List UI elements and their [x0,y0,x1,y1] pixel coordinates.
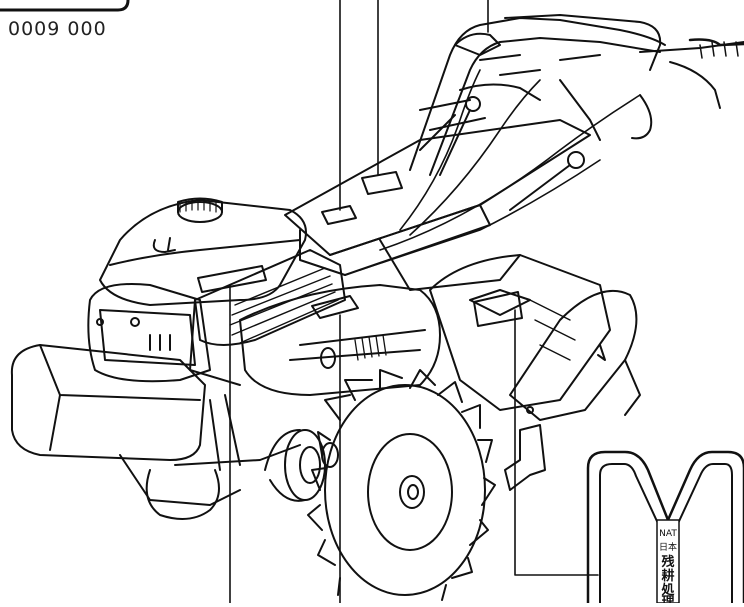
decal-frame-upper [361,171,403,195]
handlebars [409,14,744,176]
depth-bar [504,424,546,491]
sticker-text-line5: 処 [660,582,675,598]
sticker-text-line6: 理 [661,595,674,603]
recoil-starter [87,283,211,383]
control-cables [359,69,641,271]
decal-tank [197,265,267,293]
leader-line-to-sticker [514,309,599,576]
frame-decals [321,171,403,225]
decal-hood [473,291,523,327]
sticker-text-line4: 耕 [661,568,674,584]
drive-wheel [307,369,496,601]
sticker-text-line2: 日本 [659,541,677,553]
rear-left-wheel [145,469,220,520]
fuel-tank [99,197,307,306]
part-code-label: 0009 000 [8,18,107,40]
chassis-frame [284,119,591,291]
tank-emblem [152,237,176,253]
air-cleaner-box [10,344,206,461]
sticker-text-line3: 残 [661,554,674,570]
rear-shield [509,289,641,421]
transmission-cover [239,284,441,396]
callout-box-corner [0,0,130,12]
decal-frame-lower [321,205,357,225]
front-stand [119,394,301,506]
control-levers [419,96,585,211]
axle-pulley [264,429,339,502]
v-sticker: NAT 日本 残 耕 処 理 [586,450,744,607]
decal-transmission [311,295,359,319]
sticker-text-line1: NAT [659,529,677,539]
